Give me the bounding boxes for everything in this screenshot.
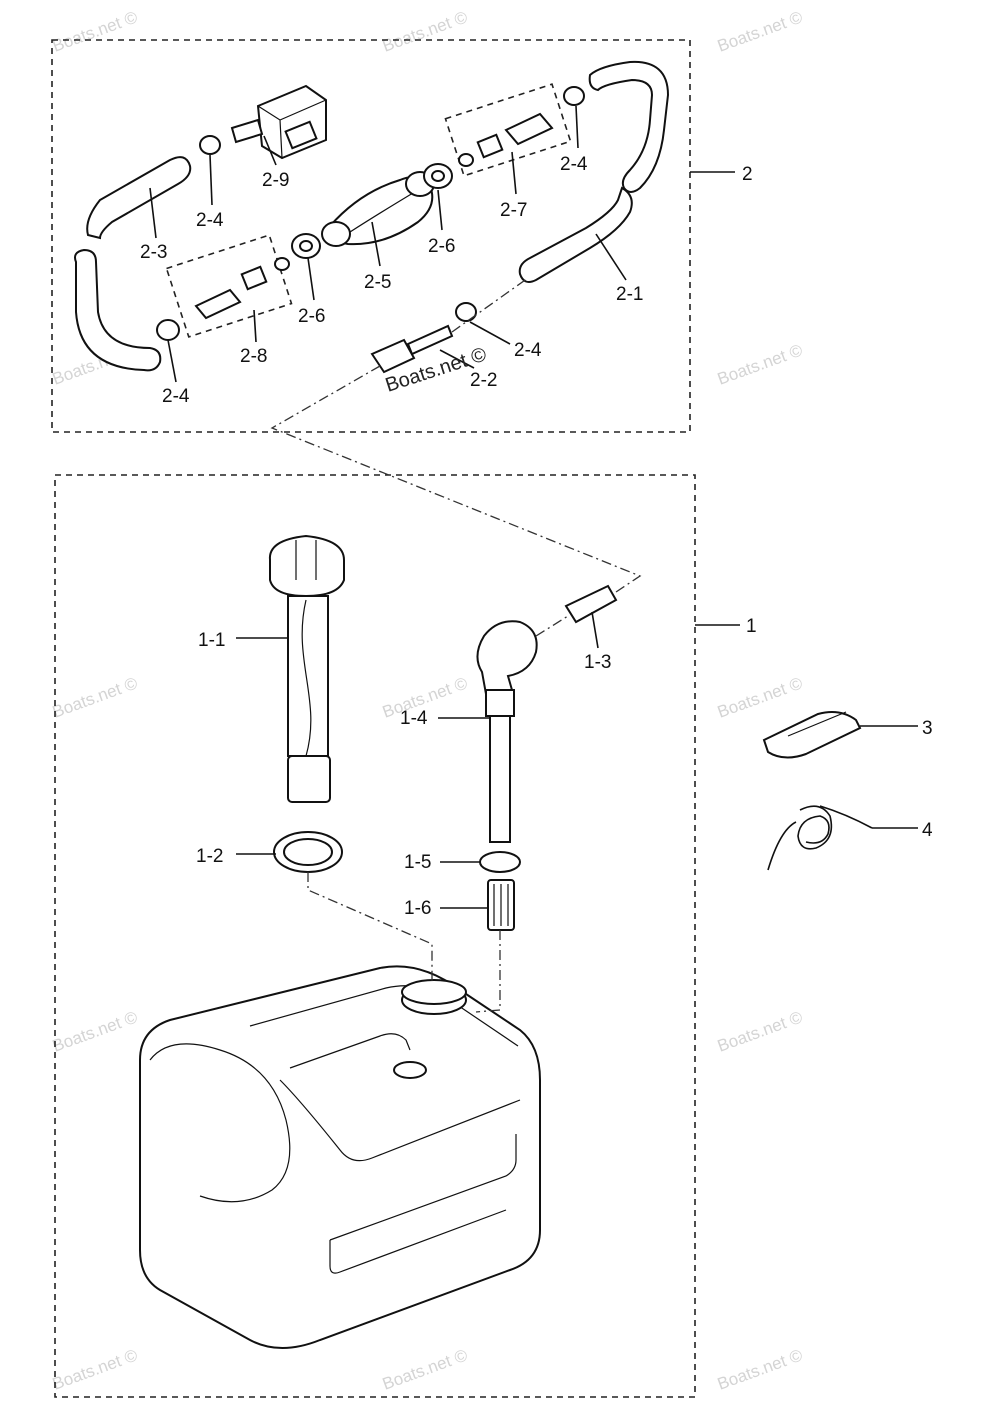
watermark: Boats.net © xyxy=(50,1345,141,1393)
label-2-9: 2-9 xyxy=(262,170,289,191)
watermark: Boats.net © xyxy=(715,340,806,388)
label-2-4: 2-4 xyxy=(514,340,542,361)
group-2-box xyxy=(51,39,691,433)
nut-2-4-b xyxy=(563,86,585,106)
label-1-2: 1-2 xyxy=(196,846,223,867)
group-1-leaders xyxy=(236,611,740,1013)
nut-2-4-d xyxy=(455,302,477,322)
valve-2-8-box xyxy=(165,234,293,338)
valve-2-7-box xyxy=(444,83,572,177)
watermark: Boats.net © xyxy=(380,7,471,55)
watermark: Boats.net © xyxy=(50,673,141,721)
label-2-4: 2-4 xyxy=(560,154,588,175)
label-1-4: 1-4 xyxy=(400,708,428,729)
label-2-4: 2-4 xyxy=(196,210,224,231)
primer-bulb-2-5 xyxy=(321,171,435,247)
watermark: Boats.net © xyxy=(715,673,806,721)
nut-2-4-c xyxy=(156,319,180,341)
fuel-tank xyxy=(139,965,541,1349)
fitting-2-2 xyxy=(370,324,454,374)
o-ring-1-2-inner xyxy=(283,838,333,866)
nut-2-4-a xyxy=(199,135,221,155)
label-2-1: 2-1 xyxy=(616,284,643,305)
hose-2-3 xyxy=(74,156,192,372)
watermark: Boats.net © xyxy=(50,1007,141,1055)
label-2-5: 2-5 xyxy=(364,272,391,293)
part-4-spring xyxy=(767,805,918,871)
label-4: 4 xyxy=(922,820,933,841)
label-1-6: 1-6 xyxy=(404,898,431,919)
gauge-1-1 xyxy=(268,534,345,803)
part-3-pad xyxy=(762,711,918,759)
watermark: Boats.net © xyxy=(50,7,141,55)
valve-2-8 xyxy=(194,257,290,320)
watermark: Boats.net © xyxy=(715,1007,806,1055)
label-2-6: 2-6 xyxy=(298,306,325,327)
label-1-1: 1-1 xyxy=(198,630,225,651)
ring-2-6-a-hole xyxy=(299,240,313,252)
label-2-6: 2-6 xyxy=(428,236,455,257)
label-2: 2 xyxy=(742,164,753,185)
watermark: Boats.net © xyxy=(380,1345,471,1393)
label-2-7: 2-7 xyxy=(500,200,527,221)
label-2-2: 2-2 xyxy=(470,370,497,391)
label-3: 3 xyxy=(922,718,933,739)
group-1-box xyxy=(54,474,696,1398)
watermark: Boats.net © xyxy=(715,7,806,55)
label-2-4: 2-4 xyxy=(162,386,190,407)
label-1: 1 xyxy=(746,616,757,637)
elbow-fitting-1-4 xyxy=(476,620,538,843)
valve-2-7 xyxy=(458,112,554,167)
label-2-8: 2-8 xyxy=(240,346,267,367)
watermark: Boats.net © xyxy=(715,1345,806,1393)
label-1-5: 1-5 xyxy=(404,852,431,873)
ring-2-6-b-hole xyxy=(431,170,445,182)
filter-1-6-mesh xyxy=(493,884,509,926)
hose-2-1 xyxy=(518,60,670,283)
label-1-3: 1-3 xyxy=(584,652,611,673)
fitting-1-3 xyxy=(564,584,618,624)
group-2-leaders xyxy=(149,105,735,597)
part-labels: 2 2-1 2-2 2-3 2-4 2-4 2-4 2-4 2-5 2-6 2-… xyxy=(140,154,933,919)
connector-2-9 xyxy=(230,84,327,160)
label-2-3: 2-3 xyxy=(140,242,167,263)
o-ring-1-5 xyxy=(479,851,521,873)
